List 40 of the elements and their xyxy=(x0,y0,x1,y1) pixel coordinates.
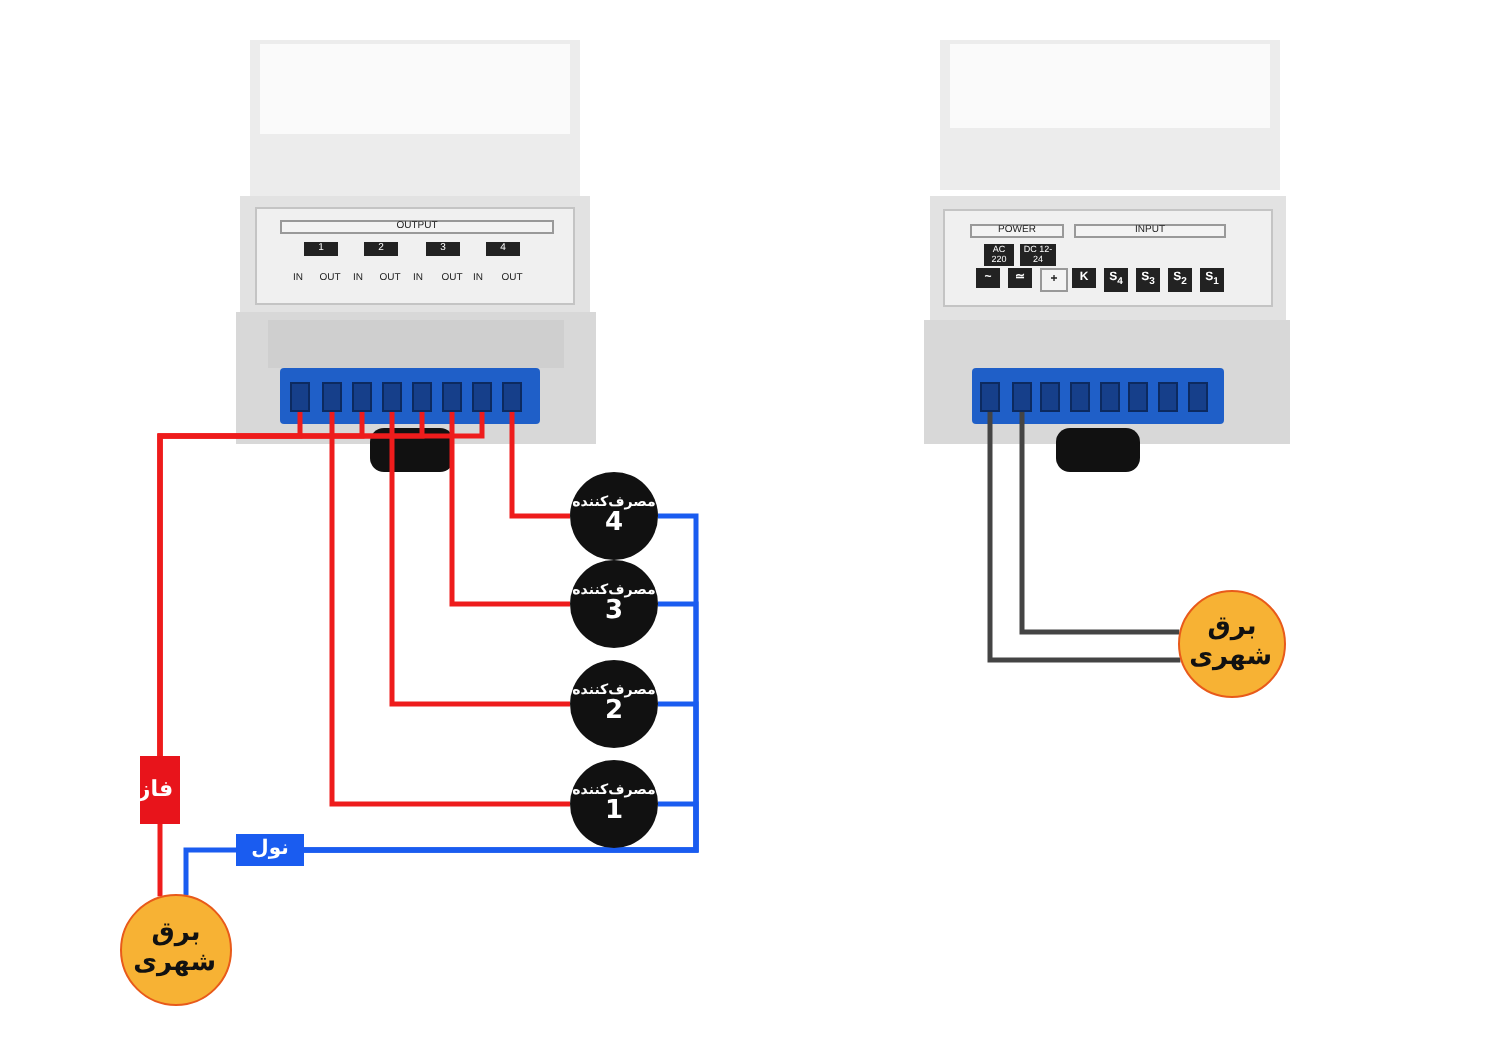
wire xyxy=(157,824,163,897)
wire xyxy=(304,513,699,853)
neutral-tag xyxy=(236,834,304,866)
screw-terminal xyxy=(1188,382,1208,412)
wire xyxy=(987,412,1181,663)
screw-terminal xyxy=(980,382,1000,412)
load-circle xyxy=(570,660,658,748)
wire xyxy=(329,412,570,807)
screw-terminal xyxy=(502,382,522,412)
screw-terminal xyxy=(1158,382,1178,412)
screw-terminal xyxy=(382,382,402,412)
screw-terminal xyxy=(472,382,492,412)
screw-terminal xyxy=(322,382,342,412)
node-label: برق شهری xyxy=(1192,614,1272,674)
load-number: 2 xyxy=(604,697,624,727)
load-circle xyxy=(570,760,658,848)
wire xyxy=(389,412,570,707)
wire xyxy=(157,412,485,756)
power-source-circle xyxy=(1178,590,1286,698)
screw-terminal xyxy=(1012,382,1032,412)
screw-terminal xyxy=(1040,382,1060,412)
load-circle xyxy=(570,472,658,560)
screw-terminal xyxy=(290,382,310,412)
wire xyxy=(183,847,236,895)
load-number: 3 xyxy=(604,597,624,627)
node-label: نول xyxy=(251,838,289,862)
screw-terminal xyxy=(412,382,432,412)
load-number: 1 xyxy=(604,797,624,827)
wire xyxy=(509,412,570,519)
screw-terminal xyxy=(442,382,462,412)
load-circle xyxy=(570,560,658,648)
phase-tag xyxy=(140,756,180,824)
screw-terminal xyxy=(1128,382,1148,412)
load-number: 4 xyxy=(604,509,624,539)
wire xyxy=(449,412,570,607)
wire xyxy=(1019,412,1180,635)
screw-terminal xyxy=(352,382,372,412)
screw-terminal xyxy=(1100,382,1120,412)
screw-terminal xyxy=(1070,382,1090,412)
node-label: برق شهری xyxy=(136,920,216,980)
